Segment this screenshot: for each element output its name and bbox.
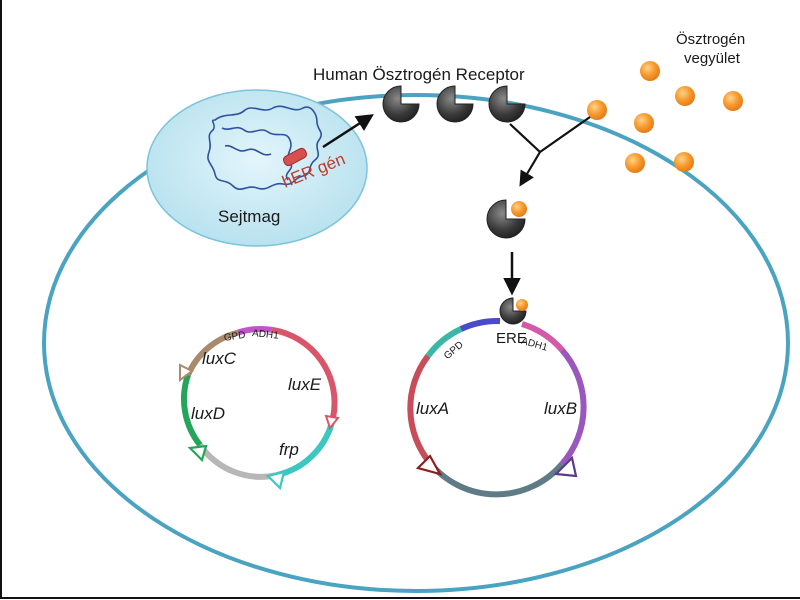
estrogen-label-line1: Ösztrogén [676,30,745,48]
plasmid-right-arrowhead-luxB [553,455,578,478]
receptor-label: Human Ösztrogén Receptor [313,65,525,84]
estrogen-molecule [674,152,694,172]
plasmid-left-adh1-label: ADH1 [252,328,280,342]
nucleus [146,89,368,247]
plasmid-right-segment-adh1 [521,321,565,353]
plasmid-left-arrowhead-luxE [324,414,340,431]
nucleus-label: Sejtmag [218,207,280,226]
estrogen-label-line2: vegyület [684,50,741,67]
her-gene-segment [282,147,308,167]
estrogen-molecule [634,113,654,133]
estrogen-molecule [625,153,645,173]
ere-label: ERE [496,330,527,347]
plasmid-left-arrowhead-luxD [187,444,208,463]
plasmid-left-segment-luxC [185,329,239,377]
plasmid-right-segment-luxB [559,348,587,466]
plasmid-right-luxB-label: luxB [544,399,577,418]
plasmid-left-arrowhead-frp [265,470,286,491]
cell-membrane [42,93,790,593]
plasmid-left-luxC-label: luxC [202,349,237,368]
plasmid-right-luxA-label: luxA [416,399,449,418]
plasmid-right-segment-blue [459,317,501,332]
plasmid-right-adh1-label: ADH1 [520,336,549,354]
receptor-3 [488,85,526,123]
plasmid-left-segment-grey [197,443,278,480]
plasmid-right-arrowhead-luxA [415,454,443,476]
ere-bound-complex [499,297,527,325]
plasmid-left-frp-label: frp [279,440,299,459]
plasmid-right-gpd-label: GPD [442,340,466,362]
binding-arrow-stem [519,151,541,187]
plasmid-right-segment-luxA [407,354,433,465]
estrogen-molecule [675,86,695,106]
receptor-1 [382,85,420,123]
plasmid-left-segment-purple [237,326,273,336]
ere-bound-estrogen [516,299,528,311]
plasmid-left-luxE-label: luxE [288,375,322,394]
plasmid-left-segment-luxE [271,326,338,419]
estrogen-molecule [587,100,607,120]
plasmid-left-segment-luxD [181,374,203,447]
arrow-nucleus-to-receptor [322,114,374,149]
plasmid-right [407,317,587,498]
plasmid-left-luxD-label: luxD [191,404,225,423]
binding-arrow [509,116,591,154]
plasmid-right-segment-gpd [425,326,463,358]
receptor-estrogen-complex [486,199,526,239]
plasmid-right-segment-backbone [427,461,565,498]
estrogen-molecule [640,61,660,81]
estrogen-molecule [723,91,743,111]
bound-estrogen [511,201,527,217]
receptor-2 [436,85,474,123]
plasmid-left-arrowhead-luxC [179,363,194,382]
plasmid-left-gpd-label: GPD [223,330,246,344]
